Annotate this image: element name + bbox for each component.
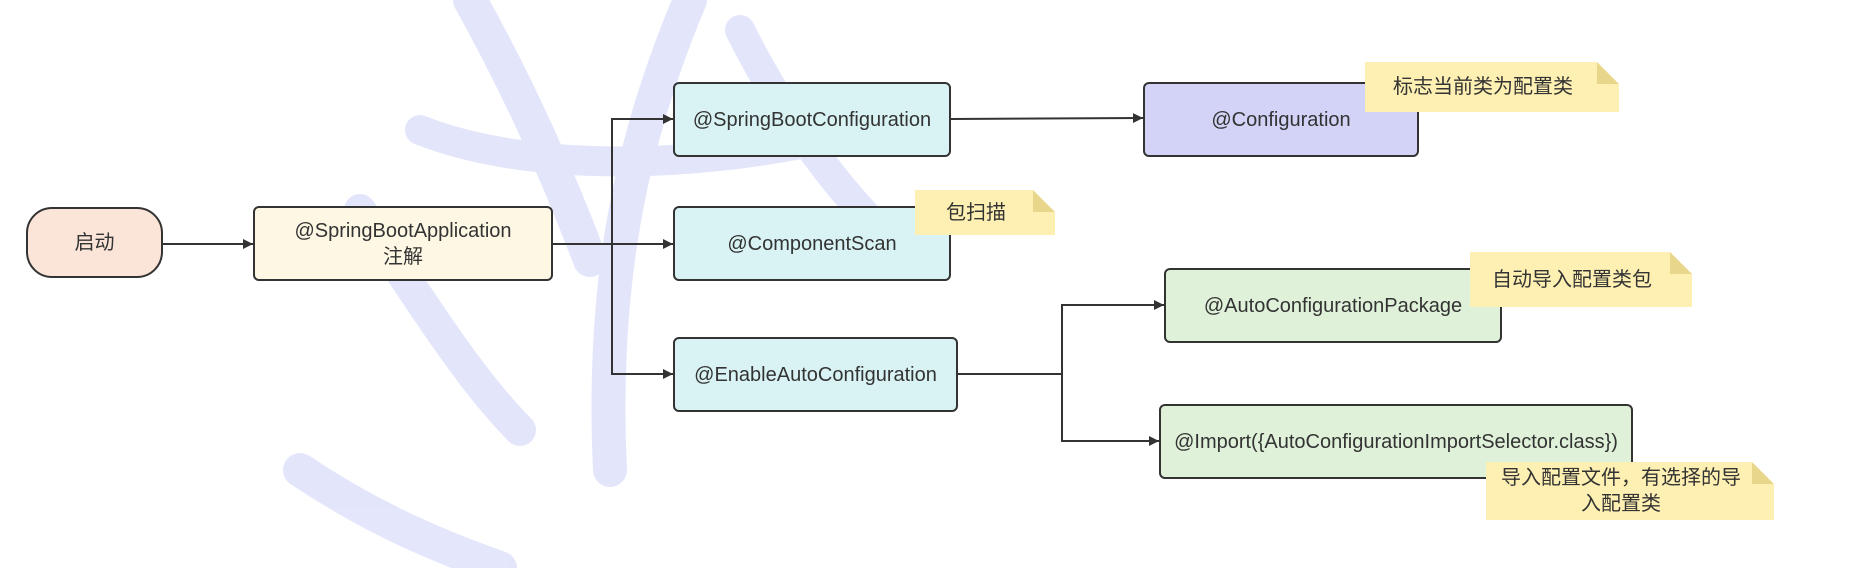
note-component-scan-text: 包扫描 bbox=[946, 201, 1006, 224]
edge-enable-auto-auto-package bbox=[958, 300, 1164, 375]
note-import-selector-text: 导入配置文件，有选择的导入配置类 bbox=[1501, 467, 1741, 515]
enable-auto-configuration-label: @EnableAutoConfiguration bbox=[694, 363, 937, 386]
note-component-scan: 包扫描 bbox=[915, 190, 1055, 235]
note-configuration: 标志当前类为配置类 bbox=[1365, 62, 1619, 112]
auto-configuration-package-label: @AutoConfigurationPackage bbox=[1203, 294, 1463, 317]
spring-boot-application-label: @SpringBootApplication 注解 bbox=[294, 219, 512, 268]
spring-boot-configuration-node[interactable]: @SpringBootConfiguration bbox=[673, 82, 951, 157]
component-scan-node[interactable]: @ComponentScan bbox=[673, 206, 951, 281]
auto-configuration-package-node[interactable]: @AutoConfigurationPackage bbox=[1164, 268, 1502, 343]
edge-app-enable-auto bbox=[553, 243, 673, 379]
configuration-label: @Configuration bbox=[1211, 108, 1351, 131]
note-import-selector: 导入配置文件，有选择的导入配置类 bbox=[1486, 462, 1774, 520]
import-selector-label: @Import({AutoConfigurationImportSelector… bbox=[1174, 430, 1618, 453]
configuration-node[interactable]: @Configuration bbox=[1143, 82, 1419, 157]
note-auto-package: 自动导入配置类包 bbox=[1470, 252, 1692, 307]
edge-boot-config-configuration bbox=[950, 113, 1144, 124]
start-node[interactable]: 启动 bbox=[26, 207, 163, 278]
note-auto-package-text: 自动导入配置类包 bbox=[1492, 268, 1652, 291]
spring-boot-configuration-label: @SpringBootConfiguration bbox=[692, 108, 932, 131]
note-configuration-text: 标志当前类为配置类 bbox=[1393, 76, 1573, 98]
edge-enable-auto-import-selector bbox=[958, 373, 1159, 446]
start-node-label: 启动 bbox=[74, 231, 115, 254]
enable-auto-configuration-node[interactable]: @EnableAutoConfiguration bbox=[673, 337, 958, 412]
connectors bbox=[163, 113, 1164, 446]
spring-boot-application-node[interactable]: @SpringBootApplication 注解 bbox=[253, 206, 553, 281]
component-scan-label: @ComponentScan bbox=[727, 232, 897, 255]
